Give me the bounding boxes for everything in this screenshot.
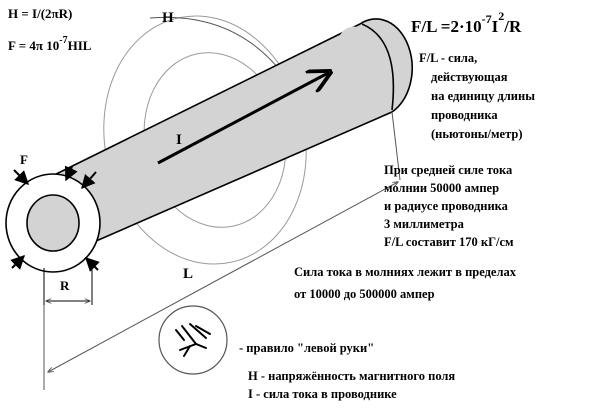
- definition-line: проводника: [431, 108, 498, 122]
- definition-block: F/L - сила, действующая на единицу длины…: [419, 51, 535, 141]
- formula-f: F = 4π 10-7HIL: [8, 35, 92, 53]
- formula-h: H = I/(2πR): [8, 6, 72, 21]
- length-tick-right: [391, 111, 401, 181]
- example-line: молнии 50000 ампер: [384, 181, 499, 195]
- example-block: При средней силе тока молнии 50000 ампер…: [384, 163, 514, 249]
- conductor-end-curve: [361, 23, 395, 111]
- definition-line: действующая: [431, 70, 508, 84]
- range-line: от 10000 до 500000 ампер: [294, 287, 435, 301]
- example-line: и радиусе проводника: [384, 199, 509, 213]
- conductor-end-cap: [335, 26, 397, 110]
- definition-line: (ньютоны/метр): [431, 127, 523, 141]
- label-i: I: [176, 132, 182, 148]
- force-arrow-top-left: [13, 169, 29, 185]
- cross-section: [5, 173, 101, 273]
- current-arrow: [157, 72, 330, 165]
- definition-line: на единицу длины: [431, 89, 535, 103]
- force-arrow-top: [64, 165, 78, 182]
- length-dimension: [43, 111, 401, 390]
- example-line: 3 миллиметра: [384, 217, 465, 231]
- label-f: F: [20, 152, 28, 167]
- legend-line: H - напряжённость магнитного поля: [248, 369, 455, 383]
- rule-text: - правило "левой руки": [239, 341, 374, 355]
- label-h: H: [162, 10, 174, 26]
- label-r: R: [60, 278, 70, 293]
- legend-line: I - сила тока в проводнике: [248, 387, 397, 401]
- example-line: F/L составит 170 кГ/см: [384, 235, 514, 249]
- legend-block: H - напряжённость магнитного поля I - си…: [248, 369, 455, 401]
- label-l: L: [183, 266, 193, 282]
- left-hand-rule-icon: [158, 305, 228, 375]
- range-block: Сила тока в молниях лежит в пределах от …: [294, 265, 517, 301]
- hand-icon: [175, 323, 211, 357]
- force-arrow-bottom-left: [10, 255, 25, 270]
- definition-line: F/L - сила,: [419, 51, 477, 65]
- range-line: Сила тока в молниях лежит в пределах: [294, 265, 517, 279]
- example-line: При средней силе тока: [384, 163, 513, 177]
- cross-section-inner: [26, 194, 80, 252]
- length-arrow: [48, 182, 398, 372]
- formula-fl: F/L =2·10-7I2/R: [411, 9, 522, 36]
